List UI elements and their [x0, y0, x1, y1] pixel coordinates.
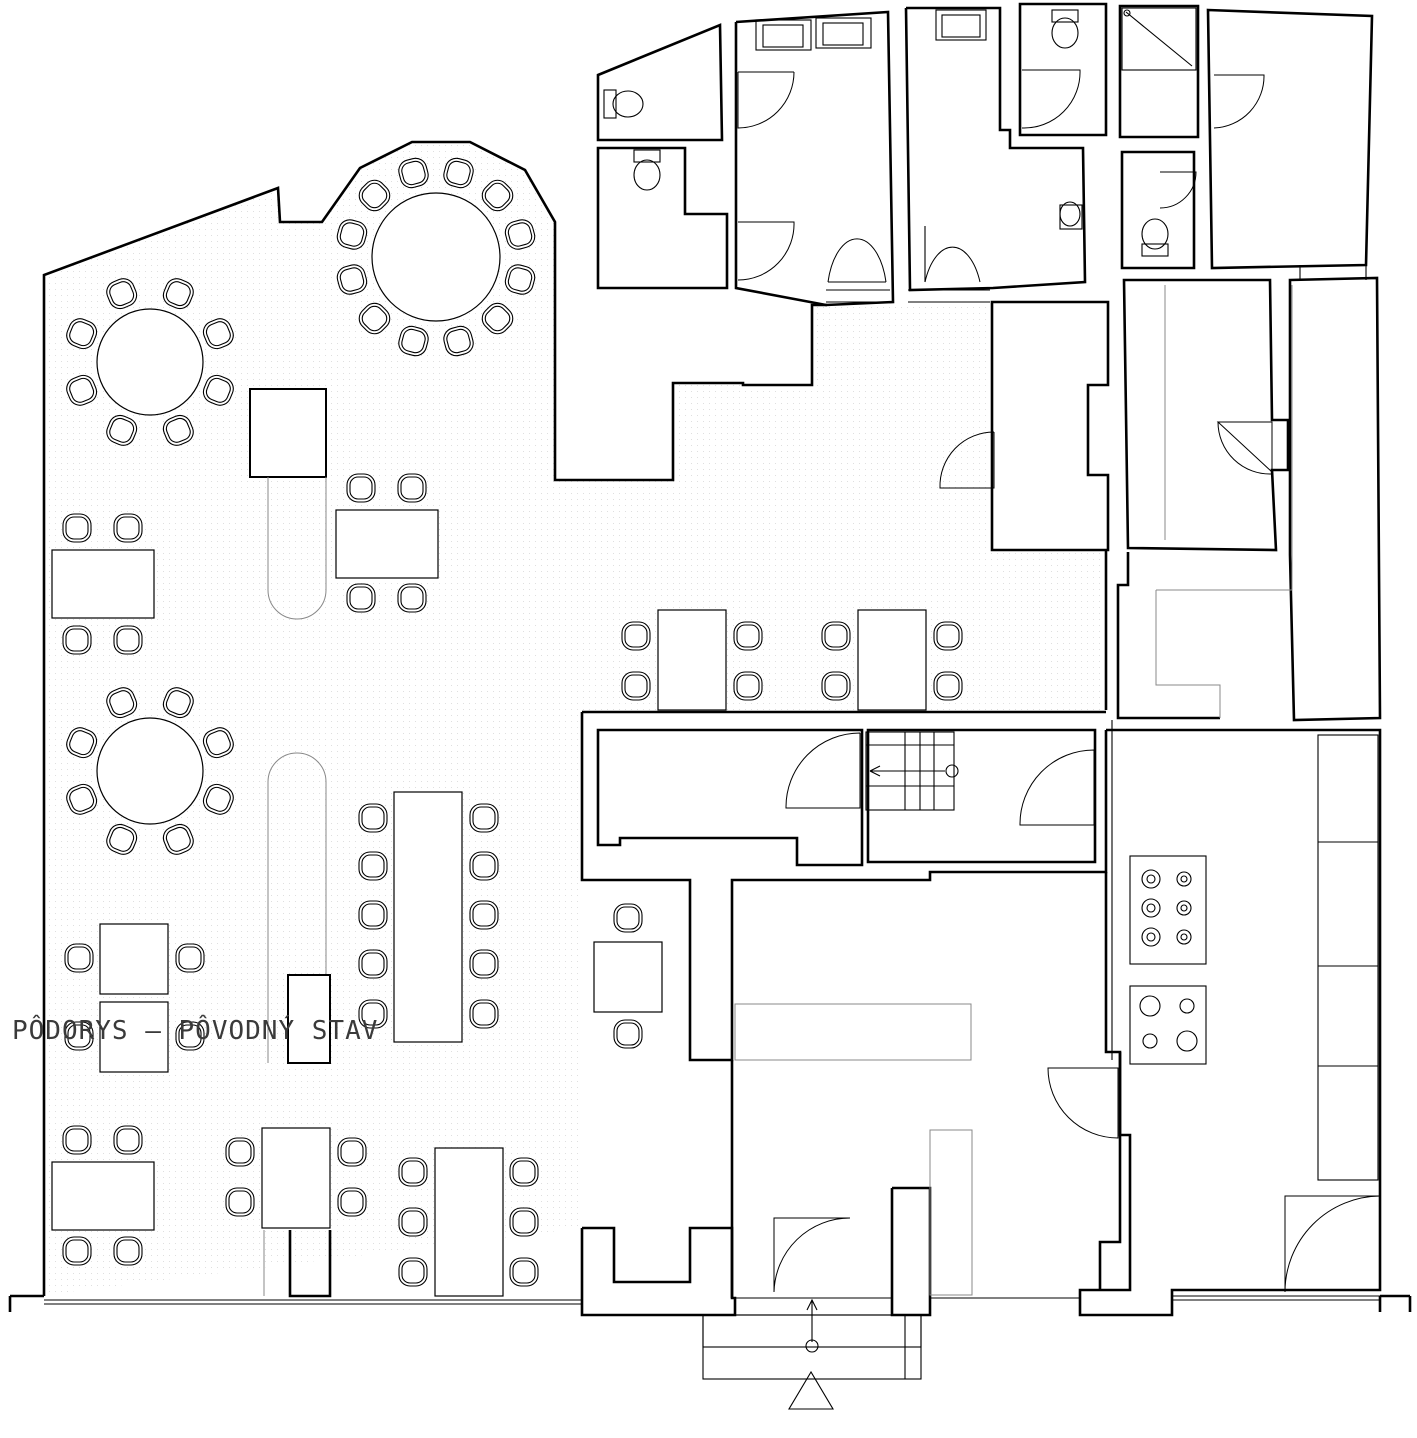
entrance-steps [702, 1298, 922, 1380]
chair [175, 943, 205, 973]
chair [469, 851, 499, 881]
central-walls [580, 710, 1382, 1317]
tables [51, 509, 927, 1297]
stove-burner-icon [1139, 869, 1198, 1052]
chair [509, 1157, 539, 1187]
sink-icon [755, 9, 987, 51]
toilet-doors [737, 69, 1265, 283]
chair [509, 1257, 539, 1287]
chair [62, 1236, 92, 1266]
chair [821, 671, 851, 701]
chair [225, 1187, 255, 1217]
stair [865, 731, 959, 811]
chair [933, 671, 963, 701]
round-table-2 [96, 717, 204, 825]
chair [397, 583, 427, 613]
chair [613, 903, 643, 933]
chair [358, 949, 388, 979]
chair [358, 803, 388, 833]
chair [346, 473, 376, 503]
chair [62, 1125, 92, 1155]
chair [469, 949, 499, 979]
wc-icon [603, 9, 1169, 257]
chair [613, 1019, 643, 1049]
chair [62, 513, 92, 543]
chair [62, 625, 92, 655]
chair [397, 473, 427, 503]
chair [398, 1157, 428, 1187]
chair [469, 803, 499, 833]
chair [509, 1207, 539, 1237]
outer-walls [8, 140, 1412, 1312]
chair [733, 671, 763, 701]
chair [113, 625, 143, 655]
chair [346, 583, 376, 613]
drawing-title: PÔDORYS – PÔVODNÝ STAV [12, 1016, 379, 1046]
chair [113, 513, 143, 543]
bar-counters [249, 388, 332, 1298]
chair [64, 943, 94, 973]
chair [337, 1137, 367, 1167]
chair [398, 1257, 428, 1287]
right-rooms [939, 265, 1382, 722]
toilet-block [596, 2, 1374, 307]
chair [621, 621, 651, 651]
round-table-large [371, 192, 501, 322]
chair [469, 999, 499, 1029]
chair [113, 1236, 143, 1266]
chair [358, 900, 388, 930]
north-arrow-icon [788, 1370, 834, 1410]
chair [821, 621, 851, 651]
chair [358, 851, 388, 881]
main-hall-floor [44, 144, 1106, 1295]
chair [398, 1207, 428, 1237]
round-table-1 [96, 308, 204, 416]
chair [337, 1187, 367, 1217]
chair [733, 621, 763, 651]
kitchen [734, 734, 1379, 1296]
chair [933, 621, 963, 651]
chair [621, 671, 651, 701]
chair [225, 1137, 255, 1167]
shower [1121, 7, 1197, 71]
chair [113, 1125, 143, 1155]
stair-arrow-icon [869, 765, 881, 777]
chair [469, 900, 499, 930]
